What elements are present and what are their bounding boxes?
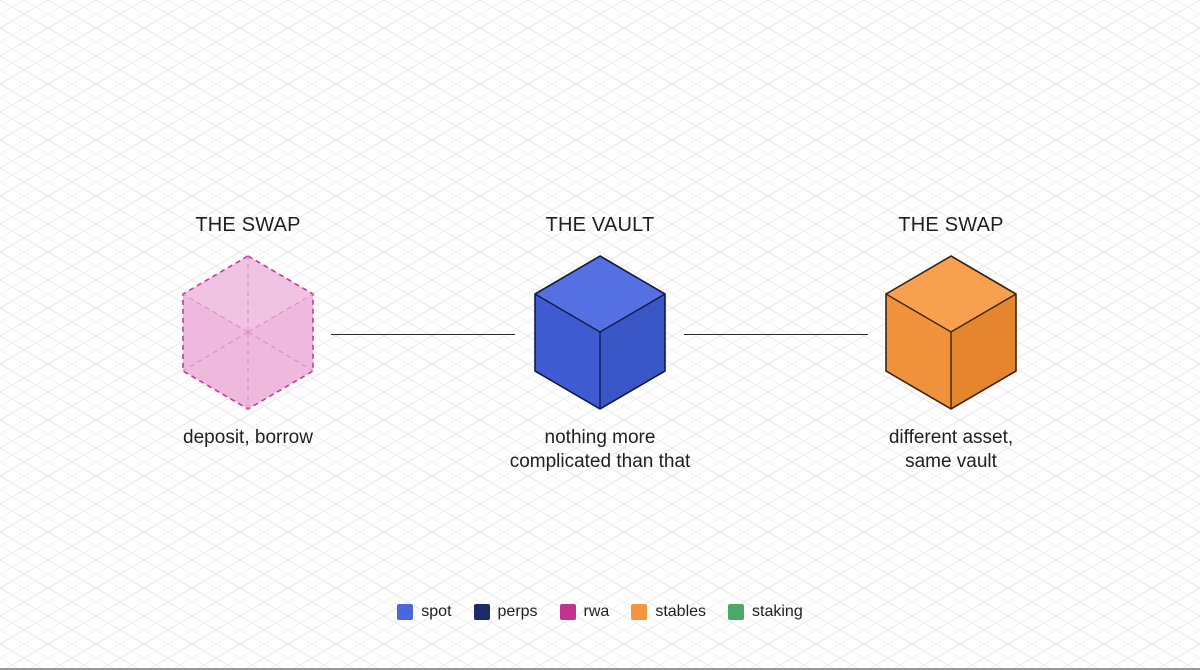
node-title-vault: THE VAULT (545, 214, 655, 236)
connector-line-right (684, 334, 868, 335)
legend-label-spot: spot (421, 603, 452, 620)
legend-swatch-staking (728, 604, 745, 620)
legend-item-perps: perps (473, 603, 538, 621)
orange-cube-icon (885, 255, 1017, 410)
legend-label-perps: perps (497, 603, 538, 620)
pink-dashed-cube-icon (182, 255, 314, 410)
node-title-swap-left: THE SWAP (195, 214, 301, 236)
legend-item-rwa: rwa (559, 603, 610, 621)
legend-item-stables: stables (631, 603, 706, 621)
node-title-swap-right: THE SWAP (898, 214, 1004, 236)
legend-swatch-perps (473, 604, 490, 620)
bottom-divider (0, 668, 1200, 670)
legend-swatch-stables (631, 604, 648, 620)
legend: spot perps rwa stables staking (0, 603, 1200, 621)
legend-swatch-rwa (559, 604, 576, 620)
legend-item-staking: staking (728, 603, 803, 621)
legend-swatch-spot (397, 604, 414, 620)
blue-vault-cube-icon (534, 255, 666, 410)
legend-label-rwa: rwa (583, 603, 610, 620)
connector-line-left (331, 334, 515, 335)
node-caption-vault: nothing more complicated than that (509, 427, 691, 472)
node-caption-deposit: deposit, borrow (183, 427, 313, 448)
legend-item-spot: spot (397, 603, 452, 621)
legend-label-stables: stables (655, 603, 707, 620)
node-caption-different-asset: different asset, same vault (888, 427, 1014, 472)
legend-label-staking: staking (752, 603, 803, 620)
